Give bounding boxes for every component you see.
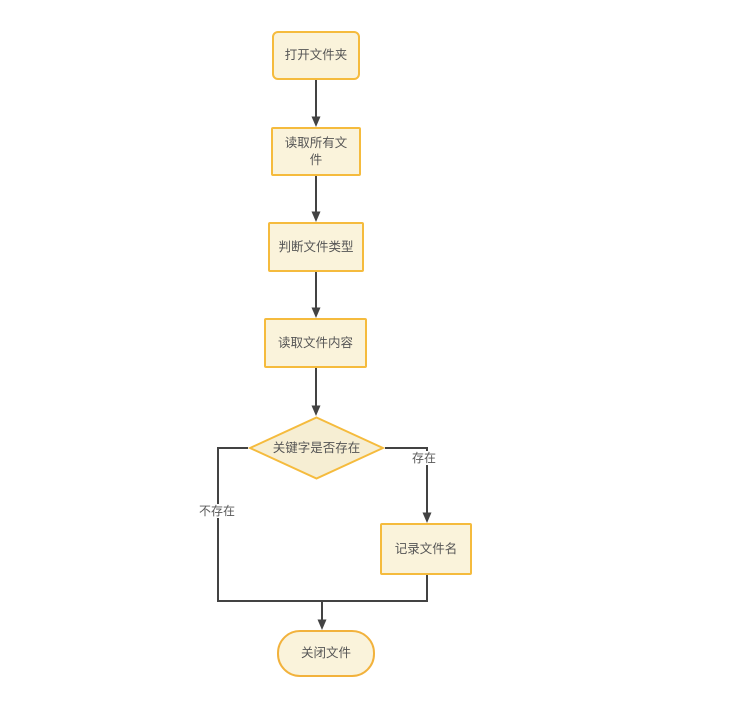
node-process-judge-file-type[interactable]: 判断文件类型 [268, 222, 364, 272]
edge-decision-no-merge [217, 447, 428, 602]
node-label: 判断文件类型 [278, 239, 354, 254]
node-label: 打开文件夹 [284, 48, 348, 63]
node-process-read-file-content[interactable]: 读取文件内容 [264, 318, 367, 368]
arrowhead [311, 116, 321, 127]
node-label: 关键字是否存在 [272, 440, 361, 455]
node-process-read-all-files[interactable]: 读取所有文件 [271, 127, 361, 176]
node-label: 读取所有文件 [284, 135, 348, 167]
arrowhead [311, 405, 321, 416]
edge-label-exists: 存在 [410, 451, 439, 465]
node-decision-keyword-exists[interactable]: 关键字是否存在 [248, 416, 385, 480]
edge-decision-yes [385, 447, 428, 513]
diamond-shape [248, 416, 385, 480]
node-process-record-filename[interactable]: 记录文件名 [380, 523, 472, 575]
arrowhead [311, 307, 321, 318]
node-label: 关闭文件 [300, 646, 351, 661]
node-label: 记录文件名 [394, 541, 458, 556]
arrowhead [422, 512, 432, 523]
node-label: 读取文件内容 [277, 335, 353, 350]
arrowhead [311, 211, 321, 222]
arrowhead [317, 619, 327, 630]
edge-label-not-exists: 不存在 [197, 504, 238, 518]
node-process-open-folder[interactable]: 打开文件夹 [272, 31, 360, 80]
node-terminator-close-file[interactable]: 关闭文件 [277, 630, 375, 677]
